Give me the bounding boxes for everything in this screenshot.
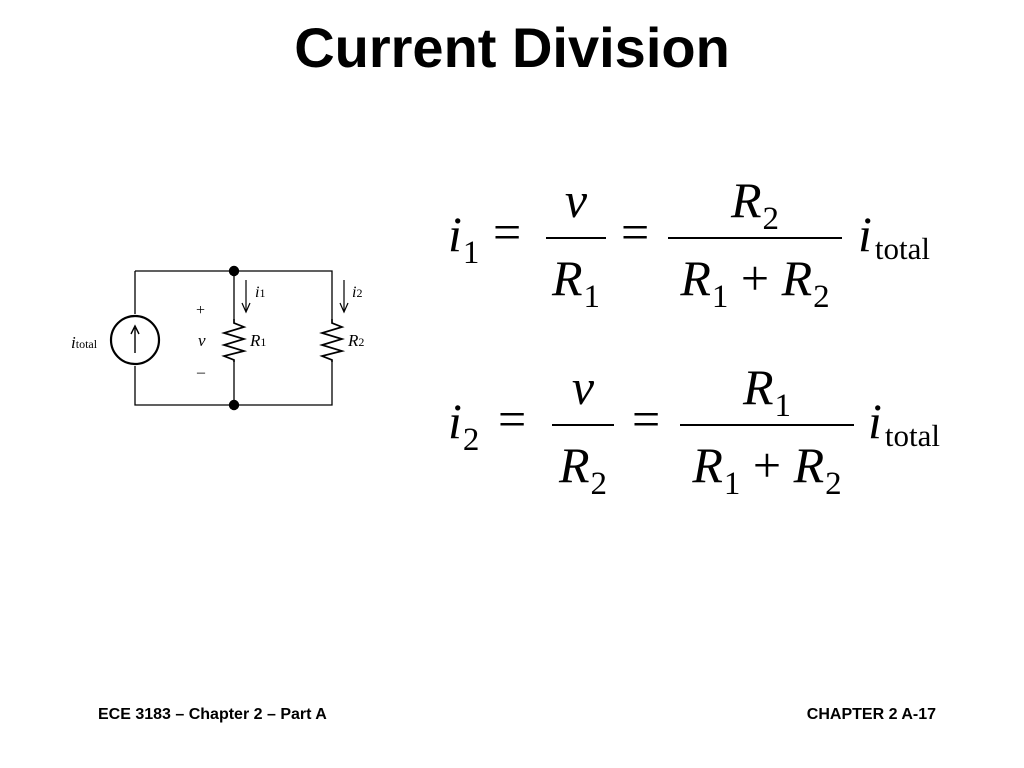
r1-label: R1 [249, 331, 266, 350]
eq2-lhs: i2 [448, 393, 480, 458]
eq2-frac1-numerator: v [571, 359, 595, 415]
voltage-label: v [198, 331, 206, 350]
eq2-frac1-bar [552, 424, 614, 426]
r2-label: R2 [347, 331, 364, 350]
current-source [109, 314, 161, 366]
resistor-r1 [221, 319, 248, 362]
eq2-rhs: itotal [868, 393, 941, 453]
current-arrow-i2 [339, 280, 349, 314]
current-arrow-i1 [241, 280, 251, 314]
footer-course-label: ECE 3183 – Chapter 2 – Part A [98, 706, 327, 723]
current-divider-circuit: itotal + v – i1 i2 R1 R2 [71, 265, 364, 411]
eq2-frac1-denominator: R2 [558, 437, 608, 502]
eq2-frac2-numerator: R1 [742, 359, 792, 424]
eq1-frac2-bar [668, 237, 842, 239]
eq1-frac1-denominator: R1 [551, 250, 601, 315]
eq1-lhs: i1 [448, 206, 480, 271]
eq2-equals-2: = [632, 391, 661, 447]
footer-page-label: CHAPTER 2 A-17 [806, 706, 936, 723]
eq1-fraction-2: R2 R1 + R2 [668, 165, 842, 315]
eq2-fraction-2: R1 R1 + R2 [680, 352, 854, 502]
i1-label: i1 [255, 284, 265, 301]
eq2-frac2-denominator: R1 + R2 [692, 437, 842, 502]
minus-sign: – [196, 364, 206, 381]
eq1-rhs: itotal [858, 206, 931, 266]
eq1-equals-1: = [493, 204, 522, 260]
plus-sign: + [196, 302, 205, 319]
eq1-fraction-1: v R1 [546, 165, 606, 315]
source-label: itotal [71, 333, 98, 352]
slide-title: Current Division [294, 16, 730, 79]
eq2-fraction-1: v R2 [552, 352, 614, 502]
eq1-frac2-numerator: R2 [730, 172, 780, 237]
circuit-wires [134, 270, 333, 406]
eq1-equals-2: = [621, 204, 650, 260]
eq1-frac2-denominator: R1 + R2 [680, 250, 830, 315]
bottom-node [228, 399, 240, 411]
eq2-frac2-bar [680, 424, 854, 426]
eq1-frac1-bar [546, 237, 606, 239]
eq1-frac1-numerator: v [564, 172, 588, 228]
resistor-r2 [319, 319, 346, 362]
i2-label: i2 [352, 284, 362, 301]
eq2-equals-1: = [498, 391, 527, 447]
top-node [228, 265, 240, 277]
